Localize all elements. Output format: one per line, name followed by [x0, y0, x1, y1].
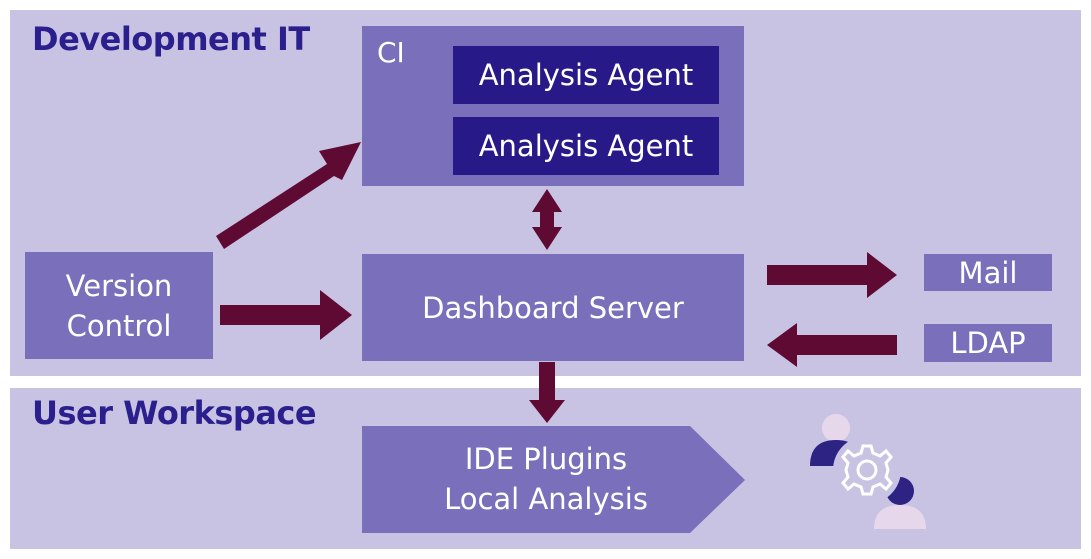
ide-plugins-label: IDE Plugins Local Analysis — [362, 436, 730, 522]
users-gear-icon — [810, 414, 926, 529]
ide-plugins-shape[interactable] — [362, 426, 745, 533]
arrow-dashboard-to-ide — [529, 362, 565, 423]
ldap-box[interactable]: LDAP — [924, 324, 1052, 362]
development-it-title: Development IT — [32, 20, 310, 58]
ci-label: CI — [377, 36, 405, 69]
analysis-agent-1[interactable]: Analysis Agent — [453, 46, 719, 104]
arrow-ci-dashboard-bidirectional — [532, 189, 562, 250]
arrow-vc-to-dashboard — [220, 290, 352, 340]
version-control-line-1: Version — [65, 268, 173, 303]
ide-plugins-line-2: Local Analysis — [444, 482, 648, 516]
arrow-vc-to-ci — [216, 142, 361, 249]
user-workspace-title: User Workspace — [32, 394, 317, 432]
version-control-line-2: Control — [66, 308, 172, 343]
ide-plugins-line-1: IDE Plugins — [464, 442, 628, 476]
arrow-ldap-to-dashboard — [767, 323, 897, 367]
mail-box[interactable]: Mail — [924, 254, 1052, 291]
version-control-box[interactable]: Version Control — [25, 252, 213, 359]
dashboard-server-box[interactable]: Dashboard Server — [362, 254, 744, 361]
analysis-agent-2[interactable]: Analysis Agent — [453, 117, 719, 175]
arrow-dashboard-to-mail — [767, 252, 897, 298]
